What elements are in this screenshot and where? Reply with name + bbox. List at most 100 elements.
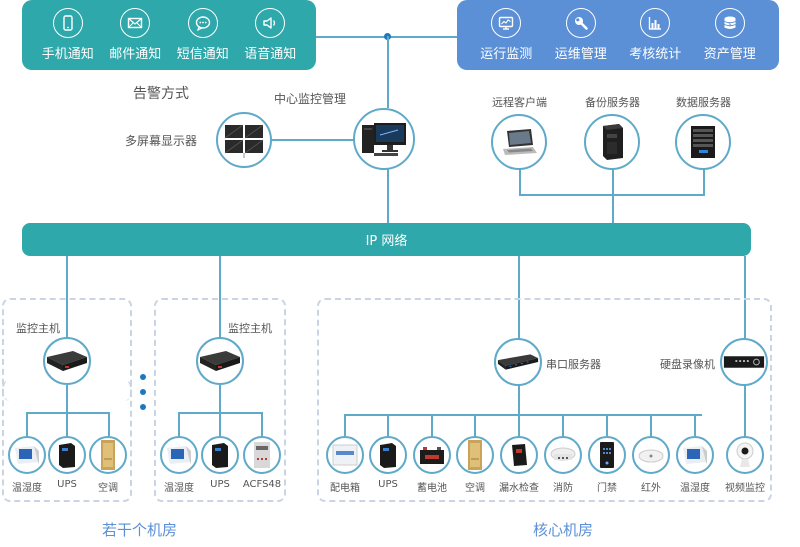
data-server-node[interactable] — [675, 114, 731, 170]
backup-server-node[interactable] — [584, 114, 640, 170]
core-device-label: 门禁 — [597, 483, 617, 494]
remote-client-node[interactable] — [491, 114, 547, 170]
mgmt-item-statistics[interactable]: 考核统计 — [629, 8, 681, 62]
core-device-label: UPS — [378, 479, 398, 490]
distribution-box-icon — [332, 444, 358, 466]
alert-item-label: 语音通知 — [244, 47, 297, 62]
remote-client-label: 远程客户端 — [492, 96, 547, 109]
thermo-hygrometer-icon — [167, 446, 191, 464]
multiscreen-display-node[interactable] — [216, 112, 272, 168]
more-rooms-dot — [140, 374, 146, 380]
mgmt-item-monitoring[interactable]: 运行监测 — [480, 8, 532, 62]
alert-item-mobile[interactable]: 手机通知 — [42, 8, 94, 62]
core-device-ac[interactable] — [456, 436, 494, 474]
data-down-line — [703, 167, 705, 195]
core-device-thermo[interactable] — [676, 436, 714, 474]
display-to-center-line — [268, 139, 360, 141]
rooms-caption: 若干个机房 — [102, 521, 178, 539]
core-drop-6 — [562, 414, 564, 436]
room2-device-thermo[interactable] — [160, 436, 198, 474]
core-drop-8 — [650, 414, 652, 436]
room1-drop-3 — [108, 412, 110, 436]
core-drop-2 — [387, 414, 389, 436]
backup-server-label: 备份服务器 — [585, 96, 640, 109]
core-device-infrared[interactable] — [632, 436, 670, 474]
core-room-box — [317, 298, 772, 502]
video-recorder-icon — [723, 356, 765, 368]
core-device-leak-detector[interactable] — [500, 436, 538, 474]
core-device-access-control[interactable] — [588, 436, 626, 474]
core-device-fire-detector[interactable] — [544, 436, 582, 474]
room-1-box — [2, 298, 132, 401]
video-wall-icon — [224, 124, 264, 158]
laptop-down-line — [519, 167, 521, 195]
room1-device-ups[interactable] — [48, 436, 86, 474]
center-monitoring-label: 中心监控管理 — [274, 92, 347, 106]
room1-device-label: 空调 — [98, 483, 118, 494]
dvr-node[interactable] — [720, 338, 768, 386]
core-device-ups[interactable] — [369, 436, 407, 474]
wrench-icon — [565, 8, 596, 38]
mobile-phone-icon — [52, 8, 83, 38]
serial-server-label: 串口服务器 — [546, 358, 601, 371]
room2-device-label: UPS — [210, 479, 230, 490]
room1-drop-2 — [66, 412, 68, 436]
room1-drop-1 — [26, 412, 28, 436]
keypad-icon — [600, 442, 614, 468]
envelope-icon — [120, 8, 151, 38]
alert-item-sms[interactable]: 短信通知 — [177, 8, 229, 62]
monitor-chart-icon — [491, 8, 522, 38]
mgmt-item-assets[interactable]: $ 资产管理 — [704, 8, 756, 62]
alert-item-label: 手机通知 — [41, 47, 94, 62]
management-panel: 运行监测 运维管理 考核统计 $ 资产管理 — [457, 0, 779, 70]
room2-drop-1 — [178, 412, 180, 436]
core-drop-9 — [694, 414, 696, 436]
mgmt-item-maintenance[interactable]: 运维管理 — [555, 8, 607, 62]
ip-network-label: IP 网络 — [365, 234, 408, 249]
laptop-icon — [503, 129, 537, 155]
core-device-distribution-box[interactable] — [326, 436, 364, 474]
room2-device-label: ACFS48 — [242, 479, 282, 490]
central-monitoring-node[interactable] — [353, 108, 415, 170]
more-rooms-dot — [140, 389, 146, 395]
power-cabinet-icon — [254, 442, 270, 468]
alert-methods-title: 告警方式 — [133, 86, 189, 102]
more-rooms-dot — [140, 404, 146, 410]
core-device-camera[interactable] — [726, 436, 764, 474]
room2-device-label: 温湿度 — [164, 483, 194, 494]
coin-stack-icon: $ — [714, 8, 745, 38]
room2-drop-3 — [261, 412, 263, 436]
room1-device-thermo[interactable] — [8, 436, 46, 474]
room2-device-ups[interactable] — [201, 436, 239, 474]
room2-monitoring-host[interactable] — [196, 337, 244, 385]
room2-host-down-line — [219, 385, 221, 413]
room2-device-acfs48[interactable] — [243, 436, 281, 474]
nas-server-icon — [691, 126, 715, 158]
servers-bus-line — [519, 194, 705, 196]
core-bus-line — [344, 414, 702, 416]
room1-device-label: UPS — [57, 479, 77, 490]
core-drop-1 — [344, 414, 346, 436]
thermo-hygrometer-icon — [15, 446, 39, 464]
alert-item-email[interactable]: 邮件通知 — [109, 8, 161, 62]
thermo-hygrometer-icon — [683, 446, 707, 464]
room1-monitoring-host[interactable] — [43, 337, 91, 385]
desktop-pc-icon — [362, 123, 406, 156]
alert-methods-panel: 手机通知 邮件通知 短信通知 语音通知 — [22, 0, 316, 70]
room1-device-ac[interactable] — [89, 436, 127, 474]
room2-host-label: 监控主机 — [228, 322, 272, 335]
camera-icon — [736, 442, 754, 467]
serial-server-node[interactable] — [494, 338, 542, 386]
ip-network-bar: IP 网络 — [22, 223, 751, 256]
air-conditioner-icon — [468, 440, 482, 470]
core-device-battery[interactable] — [413, 436, 451, 474]
core-device-label: 蓄电池 — [417, 483, 447, 494]
core-drop-3 — [431, 414, 433, 436]
alert-item-label: 短信通知 — [176, 47, 229, 62]
alert-item-voice[interactable]: 语音通知 — [244, 8, 296, 62]
mgmt-item-label: 考核统计 — [629, 47, 682, 62]
core-device-label: 配电箱 — [330, 483, 360, 494]
infrared-sensor-icon — [638, 449, 664, 463]
core-device-label: 空调 — [465, 483, 485, 494]
dvr-down-line — [744, 385, 746, 437]
